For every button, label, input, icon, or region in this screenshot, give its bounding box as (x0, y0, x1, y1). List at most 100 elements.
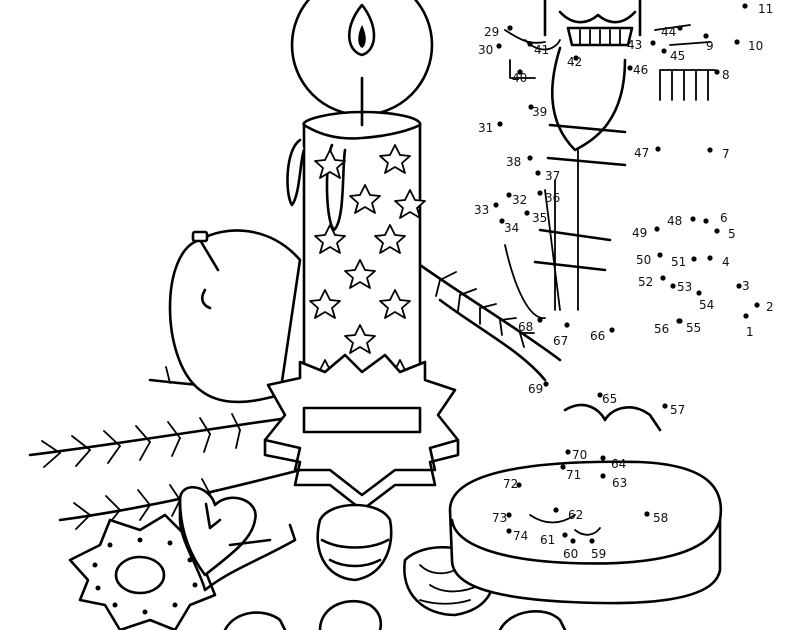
dot-label: 33 (474, 203, 489, 217)
dot-49 (654, 226, 660, 232)
dot-label: 63 (612, 476, 627, 490)
dot-9 (703, 33, 709, 39)
dot-label: 60 (563, 547, 578, 561)
dot-68 (537, 317, 543, 323)
dot-label: 40 (512, 71, 527, 85)
dot-label: 54 (699, 298, 714, 312)
dot-label: 37 (545, 169, 560, 183)
dot-39 (528, 104, 534, 110)
dot-65 (597, 392, 603, 398)
dot-label: 70 (572, 448, 587, 462)
dot-label: 44 (661, 25, 676, 39)
apple (168, 229, 302, 404)
dot-41 (527, 41, 533, 47)
dot-63 (600, 473, 606, 479)
dot-61 (562, 532, 568, 538)
dot-label: 38 (506, 155, 521, 169)
dot-label: 65 (602, 392, 617, 406)
dot-7 (707, 147, 713, 153)
dot-label: 66 (590, 329, 605, 343)
dot-label: 62 (568, 508, 583, 522)
dot-label: 43 (627, 38, 642, 52)
dot-44 (677, 25, 683, 31)
dot-10 (734, 39, 740, 45)
dot-label: 50 (636, 253, 651, 267)
cake (448, 403, 723, 605)
dot-29 (507, 25, 513, 31)
dot-label: 51 (671, 255, 686, 269)
dot-32 (506, 192, 512, 198)
dot-42 (573, 55, 579, 61)
dot-label: 1 (746, 325, 754, 339)
dot-73 (506, 512, 512, 518)
dot-3 (736, 283, 742, 289)
dot-31 (497, 121, 503, 127)
dot-54 (696, 290, 702, 296)
dot-33 (493, 202, 499, 208)
dot-label: 72 (503, 477, 518, 491)
dot-label: 47 (634, 146, 649, 160)
dot-51 (691, 256, 697, 262)
dot-label: 9 (706, 39, 714, 53)
dot-6 (703, 218, 709, 224)
dot-59 (589, 538, 595, 544)
dot-71 (560, 464, 566, 470)
dot-8 (714, 69, 720, 75)
dot-40 (517, 69, 523, 75)
dot-label: 8 (722, 68, 730, 82)
dot-4 (707, 255, 713, 261)
dot-label: 30 (478, 43, 493, 57)
dot-36 (537, 190, 543, 196)
dot-label: 68 (518, 320, 533, 334)
dot-62 (553, 507, 559, 513)
dot-72 (516, 482, 522, 488)
dot-43 (650, 40, 656, 46)
dot-label: 39 (532, 105, 547, 119)
dot-label: 36 (545, 191, 560, 205)
dot-2 (754, 302, 760, 308)
dot-label: 35 (532, 211, 547, 225)
dot-label: 48 (667, 214, 682, 228)
dot-label: 45 (670, 49, 685, 63)
dot-46 (627, 65, 633, 71)
dot-label: 29 (484, 25, 499, 39)
dot-label: 74 (513, 529, 528, 543)
dot-label: 49 (632, 226, 647, 240)
dot-67 (564, 322, 570, 328)
dot-45 (661, 48, 667, 54)
dot-label: 3 (742, 279, 750, 293)
dot-label: 7 (722, 147, 730, 161)
dot-label: 58 (653, 511, 668, 525)
dot-label: 6 (720, 211, 728, 225)
dot-label: 67 (553, 334, 568, 348)
dot-35 (524, 210, 530, 216)
dot-label: 11 (758, 2, 773, 16)
dot-label: 71 (566, 468, 581, 482)
dot-label: 64 (611, 457, 626, 471)
dot-66 (609, 327, 615, 333)
dot-70 (565, 449, 571, 455)
dot-label: 31 (478, 121, 493, 135)
nutcracker (504, 0, 716, 319)
dot-69 (543, 381, 549, 387)
dot-30 (496, 43, 502, 49)
dot-57 (662, 403, 668, 409)
dot-label: 59 (591, 547, 606, 561)
dot-label: 34 (504, 221, 519, 235)
dot-label: 56 (654, 322, 669, 336)
dot-5 (714, 228, 720, 234)
dot-label: 61 (540, 533, 555, 547)
dot-label: 4 (722, 255, 730, 269)
dot-label: 5 (728, 227, 736, 241)
dot-label: 52 (638, 275, 653, 289)
dot-58 (644, 511, 650, 517)
dot-37 (535, 170, 541, 176)
dot-34 (499, 218, 505, 224)
dot-48 (690, 216, 696, 222)
dot-56 (676, 318, 682, 324)
dot-label: 32 (512, 193, 527, 207)
dot-label: 73 (492, 511, 507, 525)
dot-label: 69 (528, 382, 543, 396)
